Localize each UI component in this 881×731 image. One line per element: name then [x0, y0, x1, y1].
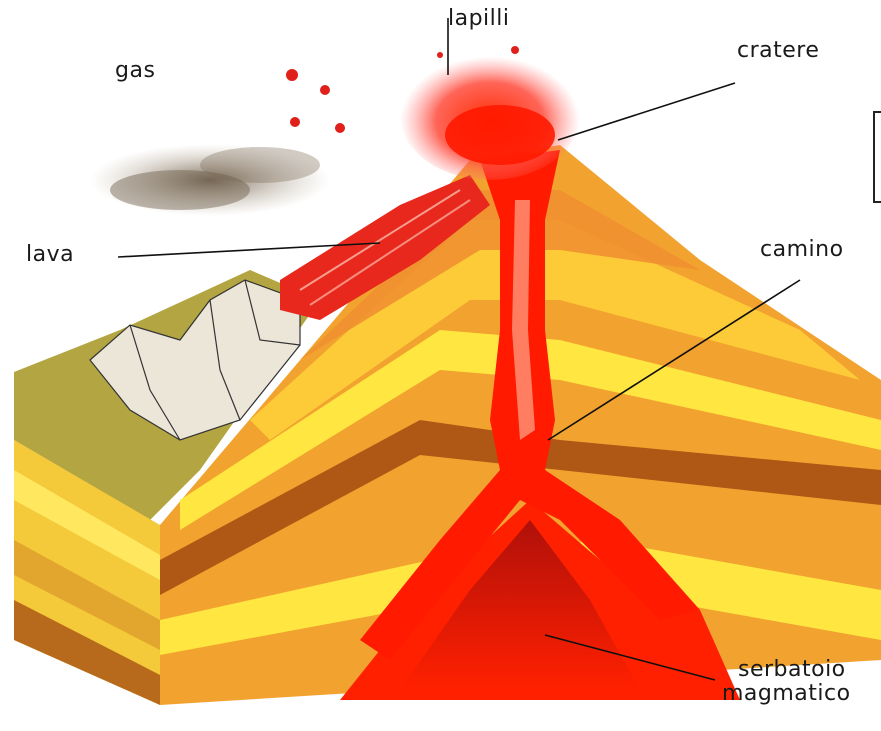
- label-serbatoio-magmatico: serbatoio magmatico: [722, 658, 851, 706]
- label-serbatoio-line2: magmatico: [722, 682, 851, 706]
- label-lava: lava: [26, 244, 74, 266]
- label-camino: camino: [760, 239, 844, 261]
- label-lapilli: lapilli: [448, 8, 510, 30]
- label-serbatoio-line1: serbatoio: [722, 658, 851, 682]
- label-cratere: cratere: [737, 40, 819, 62]
- label-gas: gas: [115, 60, 155, 82]
- gas-cloud: [90, 144, 330, 216]
- edge-frame: [874, 112, 881, 202]
- pointer-cratere: [558, 83, 735, 140]
- eruption-burst: [400, 50, 580, 180]
